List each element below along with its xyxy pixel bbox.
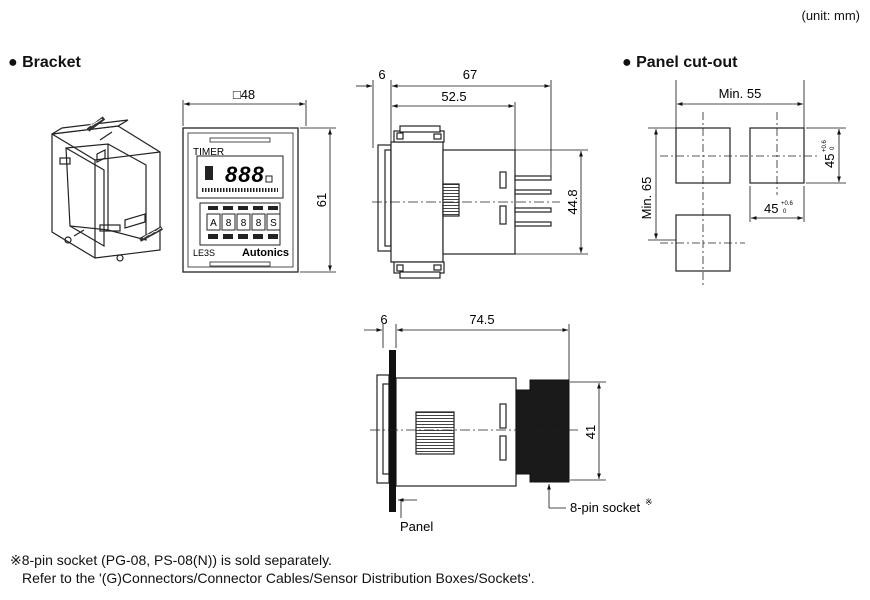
- side-height-dim: 44.8: [565, 189, 580, 214]
- footnote-line-2: Refer to the '(G)Connectors/Connector Ca…: [22, 570, 535, 586]
- cutout-width-tol-upper: +0.6: [781, 201, 794, 207]
- maker-text: Autonics: [242, 247, 289, 259]
- front-button-label: 8: [256, 218, 262, 229]
- front-width-dim: □48: [233, 87, 255, 102]
- panel-label: Panel: [400, 519, 433, 534]
- brand-text: TIMER: [193, 147, 224, 158]
- lcd-digits: 888: [225, 162, 265, 187]
- cutout-height-tol-upper: +0.6: [822, 139, 828, 152]
- front-button-row: A 8 8 8 S: [206, 213, 281, 231]
- socket-mark: ※: [645, 497, 653, 507]
- model-text: LE3S: [193, 248, 215, 258]
- socket-label: 8-pin socket: [570, 500, 640, 515]
- cutout-v-spacing-dim: Min. 65: [639, 177, 654, 220]
- front-button-label: 8: [241, 218, 247, 229]
- footnote-line-1: ※8-pin socket (PG-08, PS-08(N)) is sold …: [10, 552, 332, 568]
- panel-cutout-drawing: Min. 55 Min. 65 45 +0.6 0 45 +: [639, 80, 846, 285]
- front-button-label: S: [270, 218, 277, 229]
- mount-height-dim: 41: [583, 425, 598, 439]
- front-button-label: A: [210, 218, 217, 229]
- side-body-depth-dim: 52.5: [441, 89, 466, 104]
- mount-front-thickness-dim: 6: [380, 312, 387, 327]
- cutout-width-tol-lower: 0: [783, 209, 787, 215]
- bracket-heading: ● Bracket: [8, 54, 81, 71]
- cutout-height-dim: 45: [822, 154, 837, 168]
- front-button-label: 8: [226, 218, 232, 229]
- side-front-thickness-dim: 6: [378, 67, 385, 82]
- panel-cutout-heading: ● Panel cut-out: [622, 54, 738, 71]
- bracket-drawing: [51, 116, 163, 262]
- cutout-h-spacing-dim: Min. 55: [719, 86, 762, 101]
- cutout-height-tol-lower: 0: [830, 146, 836, 150]
- front-view: □48 61 TIMER 888 A 8 8 8 S: [182, 87, 336, 273]
- panel-mount-view: 6 74.5 41 Panel 8-pin socket ※: [364, 312, 653, 534]
- front-height-dim: 61: [314, 193, 329, 207]
- cutout-width-dim: 45: [764, 201, 778, 216]
- side-view: 6 67 52.5 44.8: [356, 67, 588, 279]
- unit-label: (unit: mm): [801, 8, 861, 23]
- side-total-depth-dim: 67: [463, 67, 477, 82]
- mount-total-depth-dim: 74.5: [469, 312, 494, 327]
